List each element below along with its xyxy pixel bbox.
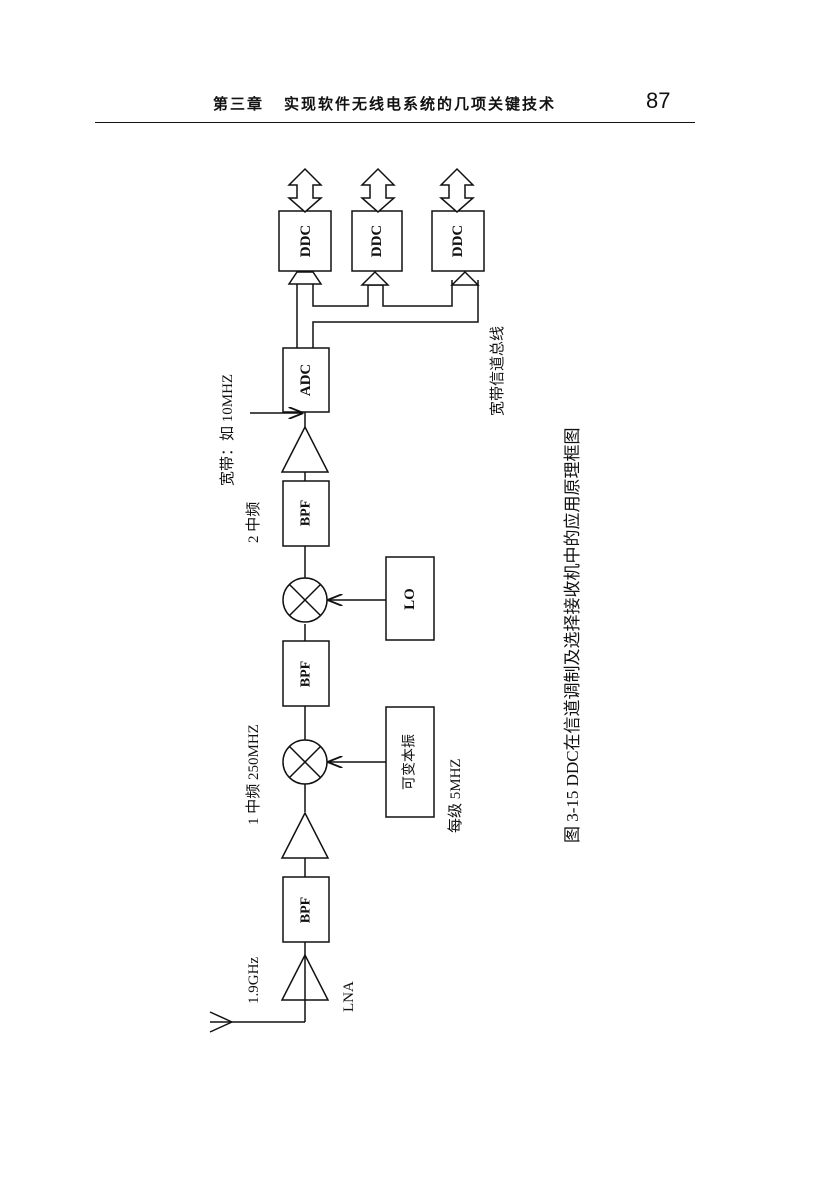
- running-head: 第三章 实现软件无线电系统的几项关键技术: [213, 93, 576, 114]
- page-header: 第三章 实现软件无线电系统的几项关键技术 87: [0, 0, 818, 140]
- amplifier-icon: [280, 811, 330, 859]
- figure-caption: 图 3-15 DDC在信道调制及选择接收机中的应用原理框图: [563, 427, 582, 843]
- lo-block: [385, 556, 435, 641]
- lna-amplifier-icon: [280, 953, 330, 1001]
- chapter-label: 第三章: [213, 95, 265, 113]
- amplifier-icon: [280, 425, 330, 473]
- bpf-block-2: [282, 640, 330, 707]
- bpf-label-2: BPF: [299, 661, 314, 687]
- bpf-label-3: BPF: [299, 500, 314, 526]
- ddc-label-2: DDC: [369, 225, 385, 258]
- mixer-icon-1: [282, 739, 328, 785]
- if1-label: 1 中频 250MHZ: [245, 724, 262, 825]
- chapter-title: 实现软件无线电系统的几项关键技术: [284, 95, 557, 113]
- bandwidth-label: 宽带：如 10MHZ: [219, 374, 236, 486]
- step-label: 每级 5MHZ: [447, 758, 464, 833]
- bpf-block-3: [282, 480, 330, 547]
- lo-label: LO: [402, 588, 418, 610]
- bpf-block-1: [282, 876, 330, 943]
- antenna-icon: [209, 1011, 233, 1023]
- mixer-icon-2: [282, 577, 328, 623]
- bus-label: 宽带信道总线: [489, 326, 506, 416]
- lna-label: LNA: [341, 981, 357, 1012]
- bus-arrowhead: [450, 270, 480, 286]
- adc-label: ADC: [298, 364, 314, 397]
- header-rule: [95, 122, 695, 123]
- ddc-label-1: DDC: [298, 225, 314, 258]
- vco-label: 可变本振: [402, 734, 418, 790]
- bus-arrowhead: [360, 270, 390, 286]
- bidirectional-arrow-icon: [287, 167, 323, 213]
- page-number: 87: [646, 88, 671, 113]
- antenna-icon: [209, 1021, 233, 1033]
- bus-line: [312, 280, 479, 348]
- bidirectional-arrow-icon: [360, 167, 396, 213]
- rf-frequency-label: 1.9GHz: [246, 957, 262, 1004]
- bus-arrowhead: [287, 271, 323, 285]
- adc-block: [282, 347, 330, 413]
- bpf-label-1: BPF: [299, 897, 314, 923]
- bidirectional-arrow-icon: [439, 167, 475, 213]
- ddc-label-3: DDC: [450, 225, 466, 258]
- if2-label: 2 中频: [245, 502, 262, 543]
